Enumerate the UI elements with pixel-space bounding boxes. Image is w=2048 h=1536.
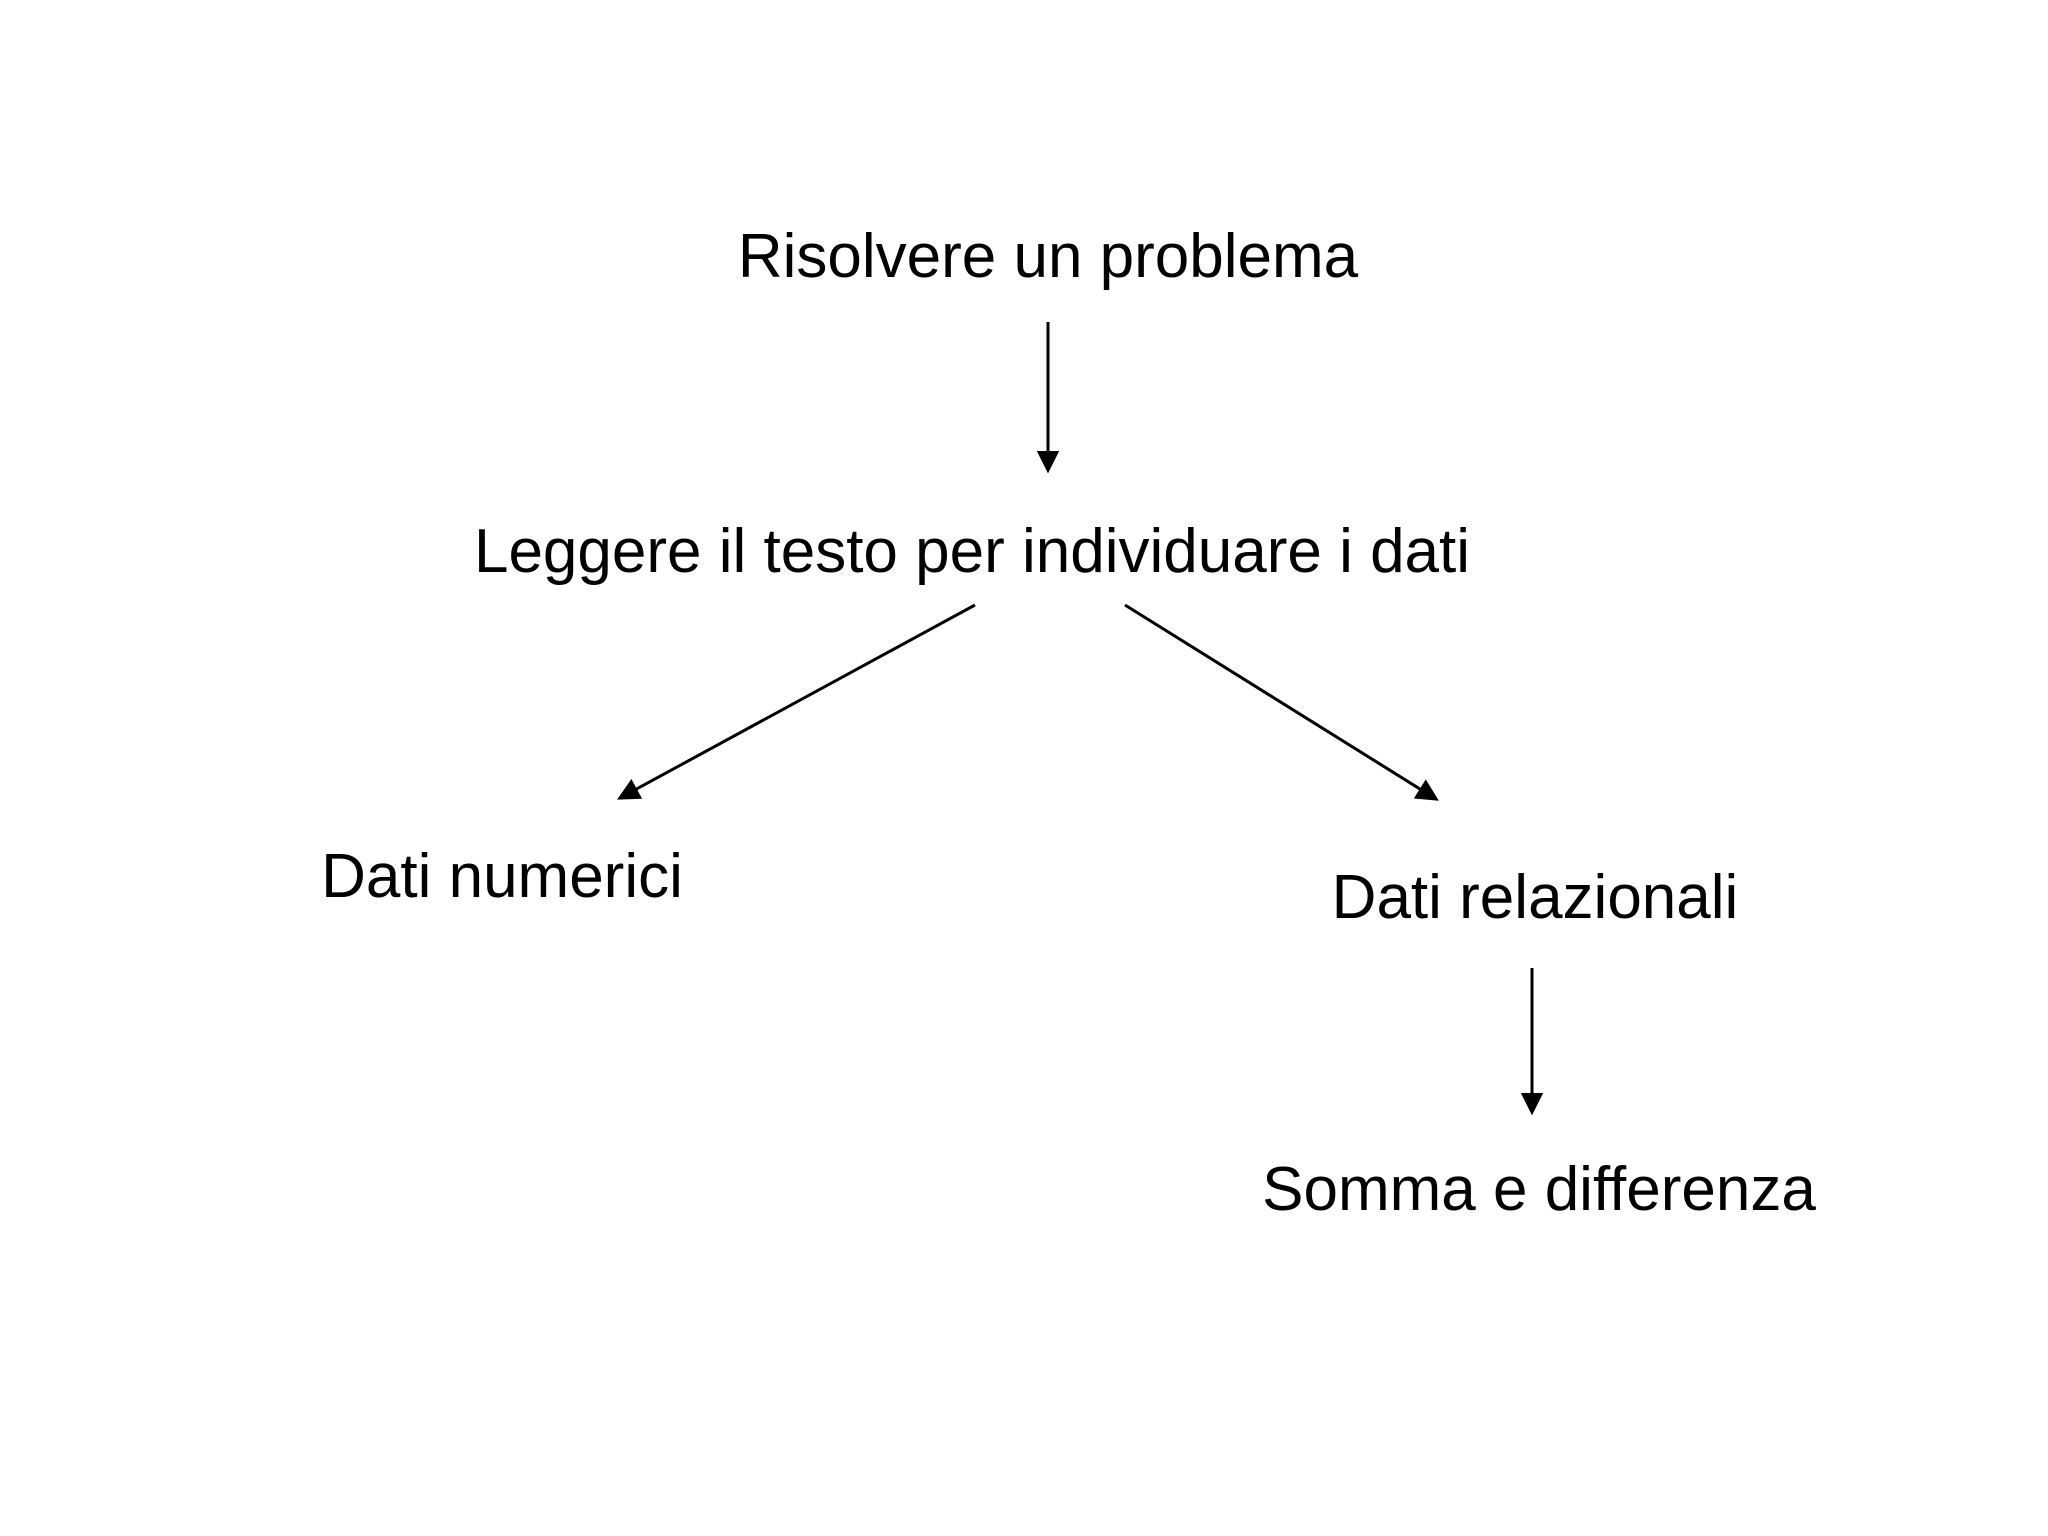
node-leggere-il-testo: Leggere il testo per individuare i dati [473,517,1471,586]
arrow-read-to-relational [1124,603,1439,801]
node-dati-relazionali: Dati relazionali [1331,863,1739,932]
node-risolvere-un-problema: Risolvere un problema [737,222,1359,291]
node-somma-e-differenza: Somma e differenza [1262,1155,1816,1224]
node-dati-numerici: Dati numerici [321,842,683,911]
arrow-read-to-numeric [617,603,976,800]
